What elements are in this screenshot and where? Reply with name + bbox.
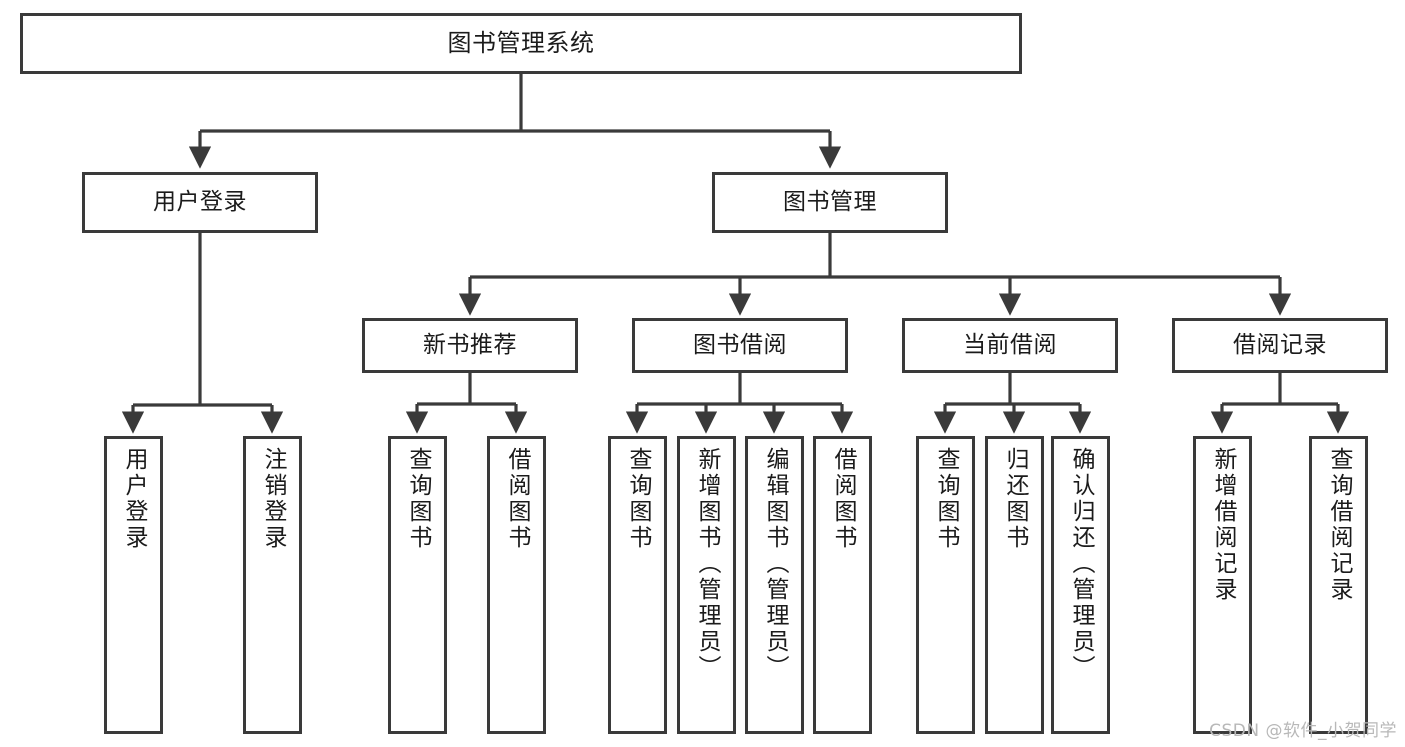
node-new-book-recommend[interactable]: 新书推荐 [362, 318, 578, 373]
node-user-login-label: 用户登录 [153, 188, 247, 215]
node-leaf-query-record-label: 查询借阅记录 [1326, 447, 1352, 603]
node-leaf-add-book-label: 新增图书（管理员） [694, 447, 720, 681]
node-leaf-add-book[interactable]: 新增图书（管理员） [677, 436, 736, 734]
node-book-borrow-label: 图书借阅 [693, 331, 787, 358]
node-leaf-logout-label: 注销登录 [260, 447, 286, 551]
node-leaf-return-book[interactable]: 归还图书 [985, 436, 1044, 734]
node-leaf-borrow-book-2[interactable]: 借阅图书 [813, 436, 872, 734]
node-leaf-return-book-label: 归还图书 [1002, 447, 1028, 551]
node-leaf-logout[interactable]: 注销登录 [243, 436, 302, 734]
node-leaf-query-book-2[interactable]: 查询图书 [608, 436, 667, 734]
node-leaf-borrow-book-1-label: 借阅图书 [504, 447, 530, 551]
node-leaf-edit-book[interactable]: 编辑图书（管理员） [745, 436, 804, 734]
node-book-borrow[interactable]: 图书借阅 [632, 318, 848, 373]
node-leaf-user-login[interactable]: 用户登录 [104, 436, 163, 734]
node-book-management-label: 图书管理 [783, 188, 877, 215]
node-leaf-confirm-return[interactable]: 确认归还（管理员） [1051, 436, 1110, 734]
node-leaf-query-book-2-label: 查询图书 [625, 447, 651, 551]
node-leaf-query-book-1-label: 查询图书 [405, 447, 431, 551]
node-leaf-query-record[interactable]: 查询借阅记录 [1309, 436, 1368, 734]
node-leaf-user-login-label: 用户登录 [121, 447, 147, 551]
node-leaf-confirm-return-label: 确认归还（管理员） [1068, 447, 1094, 681]
node-root-label: 图书管理系统 [447, 29, 595, 58]
node-leaf-add-record-label: 新增借阅记录 [1210, 447, 1236, 603]
node-leaf-add-record[interactable]: 新增借阅记录 [1193, 436, 1252, 734]
node-new-book-recommend-label: 新书推荐 [423, 331, 517, 358]
node-leaf-query-book-1[interactable]: 查询图书 [388, 436, 447, 734]
node-current-borrow[interactable]: 当前借阅 [902, 318, 1118, 373]
node-current-borrow-label: 当前借阅 [963, 331, 1057, 358]
node-leaf-query-book-3[interactable]: 查询图书 [916, 436, 975, 734]
node-book-management[interactable]: 图书管理 [712, 172, 948, 233]
node-leaf-borrow-book-1[interactable]: 借阅图书 [487, 436, 546, 734]
node-leaf-edit-book-label: 编辑图书（管理员） [762, 447, 788, 681]
node-leaf-borrow-book-2-label: 借阅图书 [830, 447, 856, 551]
node-borrow-record-label: 借阅记录 [1233, 331, 1327, 358]
node-root[interactable]: 图书管理系统 [20, 13, 1022, 74]
watermark: CSDN @软件_小贺同学 [1209, 721, 1397, 741]
node-user-login[interactable]: 用户登录 [82, 172, 318, 233]
node-leaf-query-book-3-label: 查询图书 [933, 447, 959, 551]
node-borrow-record[interactable]: 借阅记录 [1172, 318, 1388, 373]
